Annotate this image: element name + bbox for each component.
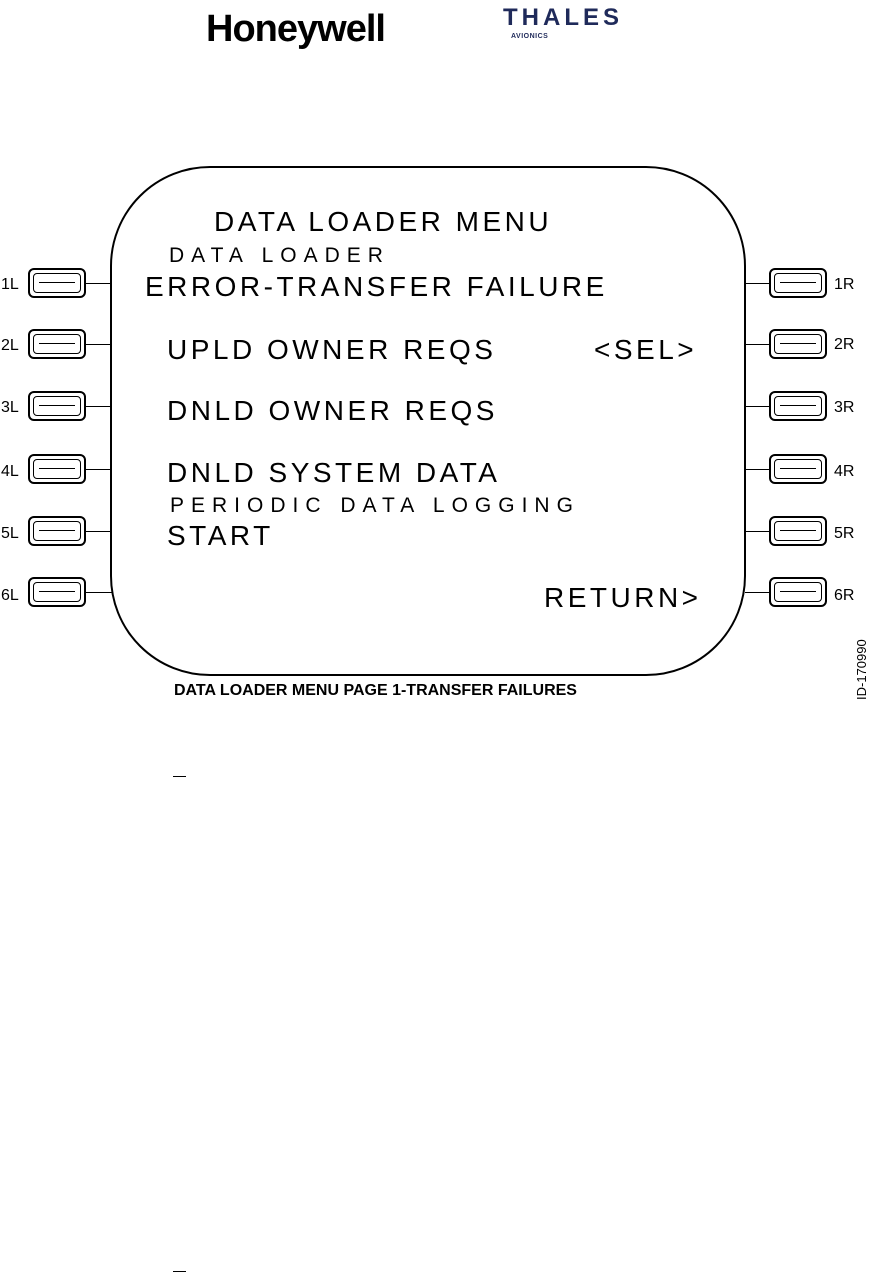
line-6r-return[interactable]: RETURN>	[544, 584, 702, 612]
margin-tick-bottom	[173, 1271, 186, 1272]
line-4l-dnld-system-data[interactable]: DNLD SYSTEM DATA	[167, 459, 500, 487]
lsk-1r-label: 1R	[834, 276, 854, 294]
margin-tick-top	[173, 776, 186, 777]
lsk-1l-label: 1L	[1, 276, 19, 294]
line-1l-value: ERROR-TRANSFER FAILURE	[145, 273, 608, 301]
lsk-6l-button[interactable]	[28, 577, 86, 607]
lsk-5l-button[interactable]	[28, 516, 86, 546]
lsk-4l-button[interactable]	[28, 454, 86, 484]
figure-id: ID-170990	[854, 639, 869, 700]
lsk-4l-lead	[86, 469, 112, 470]
thales-avionics-label: AVIONICS	[511, 33, 548, 40]
lsk-4r-lead	[745, 469, 769, 470]
line-5l-start[interactable]: START	[167, 522, 274, 550]
line-5l-label: PERIODIC DATA LOGGING	[170, 495, 580, 516]
lsk-3l-lead	[86, 406, 112, 407]
lsk-2l-lead	[86, 344, 112, 345]
figure-caption: DATA LOADER MENU PAGE 1-TRANSFER FAILURE…	[174, 682, 577, 700]
lsk-6r-label: 6R	[834, 587, 854, 605]
lsk-2r-label: 2R	[834, 336, 854, 354]
page-title: DATA LOADER MENU	[214, 208, 552, 236]
lsk-4r-button[interactable]	[769, 454, 827, 484]
lsk-4r-label: 4R	[834, 463, 854, 481]
lsk-6r-lead	[745, 592, 769, 593]
lsk-1l-button[interactable]	[28, 268, 86, 298]
lsk-2l-label: 2L	[1, 337, 19, 355]
lsk-6l-label: 6L	[1, 587, 19, 605]
lsk-6l-lead	[86, 592, 112, 593]
lsk-1r-lead	[745, 283, 769, 284]
lsk-2l-button[interactable]	[28, 329, 86, 359]
line-2l-upld-owner-reqs[interactable]: UPLD OWNER REQS	[167, 336, 496, 364]
lsk-3r-lead	[745, 406, 769, 407]
lsk-1r-button[interactable]	[769, 268, 827, 298]
lsk-5l-lead	[86, 531, 112, 532]
lsk-6r-button[interactable]	[769, 577, 827, 607]
lsk-5r-button[interactable]	[769, 516, 827, 546]
lsk-5r-lead	[745, 531, 769, 532]
line-3l-dnld-owner-reqs[interactable]: DNLD OWNER REQS	[167, 397, 498, 425]
lsk-3r-button[interactable]	[769, 391, 827, 421]
lsk-3r-label: 3R	[834, 399, 854, 417]
honeywell-logo: Honeywell	[206, 8, 385, 51]
lsk-1l-lead	[86, 283, 112, 284]
lsk-2r-button[interactable]	[769, 329, 827, 359]
lsk-2r-lead	[745, 344, 769, 345]
lsk-3l-button[interactable]	[28, 391, 86, 421]
line-2r-select[interactable]: <SEL>	[594, 336, 697, 364]
lsk-5r-label: 5R	[834, 525, 854, 543]
lsk-3l-label: 3L	[1, 399, 19, 417]
lsk-4l-label: 4L	[1, 463, 19, 481]
thales-logo: THALES	[503, 4, 623, 32]
line-1l-label: DATA LOADER	[169, 245, 390, 266]
lsk-5l-label: 5L	[1, 525, 19, 543]
